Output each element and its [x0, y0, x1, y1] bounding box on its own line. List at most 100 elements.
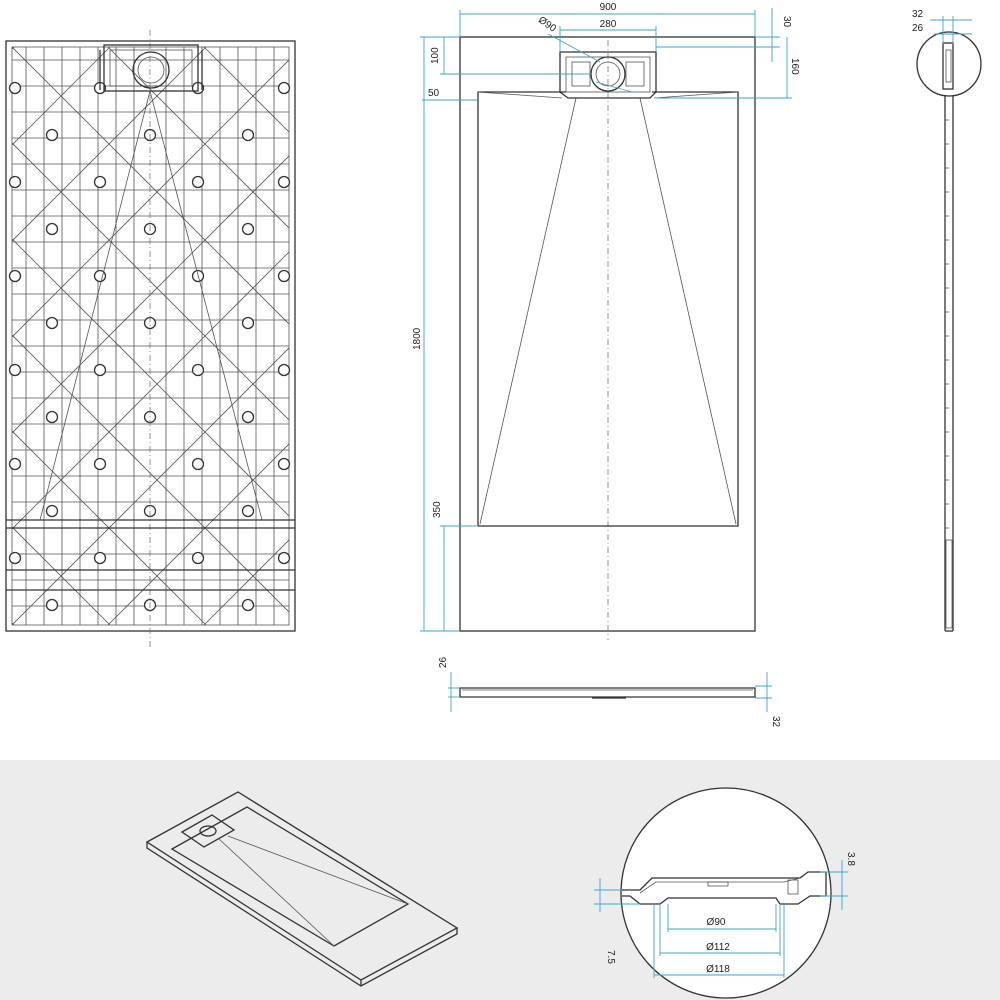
boss — [45, 222, 59, 236]
dim-side-total-label: 32 — [912, 9, 924, 20]
boss — [45, 598, 59, 612]
boss — [45, 316, 59, 330]
iso-slope-line-2 — [227, 835, 409, 905]
underside-slope-right — [149, 90, 263, 521]
detail-slot — [707, 881, 729, 887]
boss — [8, 551, 22, 565]
detail-circle — [620, 787, 832, 999]
underside-drain-housing — [103, 44, 199, 92]
underside-outline — [5, 40, 296, 632]
boss — [241, 222, 255, 236]
rib-diagonal — [203, 47, 289, 133]
slope-area-left — [477, 91, 566, 526]
boss — [277, 269, 291, 283]
boss — [45, 410, 59, 424]
slope-line-right — [639, 97, 737, 525]
rib-diagonal — [12, 47, 207, 242]
rib-diagonal — [12, 347, 289, 625]
rib-diagonal — [12, 47, 111, 146]
front-view: 26 32 — [438, 656, 781, 727]
underside-slope-left — [39, 90, 151, 521]
boss — [8, 457, 22, 471]
rib-diagonal — [12, 47, 289, 325]
top-view-outline — [459, 36, 756, 632]
underside-inner-outline — [11, 46, 290, 626]
top-view — [459, 36, 756, 640]
rib-diagonal — [876, 47, 1000, 625]
iso-top-face — [145, 791, 459, 981]
rib-diagonal — [107, 47, 289, 229]
dim-drain-width-label: 280 — [600, 19, 617, 30]
dim-drain-box-label: 160 — [789, 58, 800, 75]
dim-mid-diameter-label: Ø112 — [706, 942, 730, 953]
dim-front-edge-label: 26 — [438, 656, 449, 668]
boss — [93, 269, 107, 283]
iso-slope-line-1 — [217, 837, 335, 947]
boss — [8, 175, 22, 189]
rib-diagonal — [780, 47, 1000, 625]
boss — [45, 504, 59, 518]
detail-rim-block — [787, 879, 799, 895]
rib-diagonal — [107, 443, 289, 625]
boss — [277, 363, 291, 377]
slope-edge-right-top — [653, 91, 739, 99]
boss — [241, 504, 255, 518]
rib-diagonal — [12, 238, 289, 517]
side-detail-circle — [916, 31, 982, 97]
rib-diagonal — [203, 539, 289, 625]
boss — [93, 551, 107, 565]
rib-diagonal — [12, 59, 289, 338]
dim-edge-offset-label: 30 — [781, 16, 792, 28]
rib-diagonal — [300, 47, 878, 625]
dim-inner-diameter-label: Ø90 — [707, 917, 726, 928]
iso-drain-outlet — [199, 825, 217, 837]
side-detail-inner — [945, 49, 952, 83]
boss — [93, 457, 107, 471]
rib-diagonal — [876, 47, 1000, 625]
dim-slope-offset-label: 50 — [428, 88, 440, 99]
rib-diagonal — [396, 47, 974, 625]
side-view: 32 26 — [912, 9, 982, 632]
rib-diagonal — [300, 47, 878, 625]
boss — [8, 81, 22, 95]
underside-bosses — [8, 81, 291, 612]
dim-drain-diameter-label: Ø90 — [536, 15, 558, 35]
bottom-band — [0, 760, 1000, 1000]
dim-length-label: 1800 — [412, 327, 423, 350]
rib-diagonal — [12, 430, 207, 625]
dim-depth-label: 7.5 — [605, 950, 616, 964]
rib-diagonal — [12, 251, 289, 530]
rib-diagonal — [396, 47, 974, 625]
boss — [93, 363, 107, 377]
side-view-ribs — [945, 119, 949, 529]
boss — [277, 551, 291, 565]
dim-o90-leader-2 — [595, 81, 633, 93]
boss — [277, 175, 291, 189]
underside-drain-inner — [109, 49, 193, 87]
rib-diagonal — [588, 47, 1000, 625]
dim-outer-diameter-label: Ø118 — [706, 964, 730, 975]
detail-view: 3.8 7.5 Ø90 Ø112 Ø118 — [594, 787, 856, 999]
rib-diagonal — [780, 47, 1000, 625]
rib-diagonal — [12, 155, 289, 434]
rib-diagonal — [588, 47, 1000, 625]
boss — [191, 175, 205, 189]
boss — [93, 175, 107, 189]
boss — [191, 457, 205, 471]
boss — [191, 551, 205, 565]
top-view-dimensions: 900 280 Ø90 30 160 100 5 — [412, 2, 800, 632]
boss — [8, 363, 22, 377]
boss — [191, 363, 205, 377]
underside-drain-circle — [132, 51, 170, 89]
slope-line-left — [479, 97, 577, 525]
dim-width-label: 900 — [600, 2, 617, 13]
drain-clip-right — [625, 61, 645, 87]
boss — [277, 81, 291, 95]
boss — [241, 410, 255, 424]
slope-edge-left-top — [477, 91, 563, 99]
boss — [277, 457, 291, 471]
slope-area-right — [478, 91, 739, 527]
dim-drain-offset-label: 100 — [430, 47, 441, 64]
iso-slope-area — [170, 806, 410, 947]
